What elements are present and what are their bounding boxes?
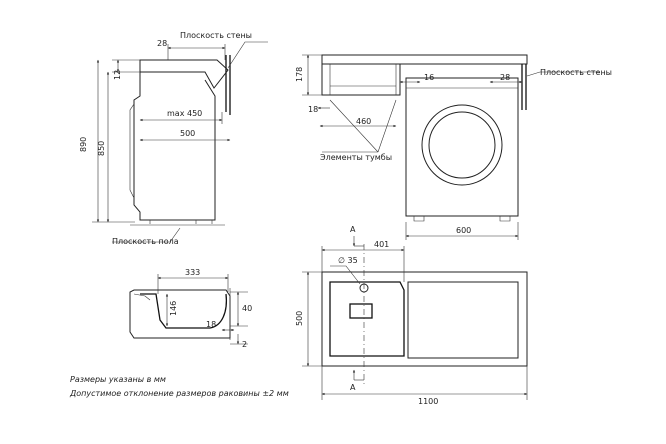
plan-section-mark-top: A bbox=[350, 225, 356, 234]
section-dim-333: 333 bbox=[185, 268, 200, 277]
note-units: Размеры указаны в мм bbox=[70, 375, 166, 384]
side-view: 28 12 890 850 max 450 500 Плоскость стен… bbox=[79, 31, 268, 246]
front-dim-28: 28 bbox=[500, 73, 510, 82]
plan-bowl bbox=[329, 281, 405, 357]
section-dim-2: 2 bbox=[242, 340, 247, 349]
plan-dim-500: 500 bbox=[295, 311, 304, 326]
front-dim-600: 600 bbox=[456, 226, 471, 235]
front-machine-door-inner bbox=[428, 111, 496, 179]
plan-drain bbox=[349, 303, 373, 319]
side-dim-500: 500 bbox=[180, 129, 195, 138]
section-dim-18: 18 bbox=[206, 320, 216, 329]
front-washing-machine bbox=[405, 77, 519, 217]
section-dim-146: 146 bbox=[169, 301, 178, 316]
front-wall-plane-label: Плоскость стены bbox=[540, 68, 612, 77]
plan-drainboard bbox=[407, 281, 519, 359]
front-countertop bbox=[321, 54, 528, 65]
section-sink-profile bbox=[129, 289, 231, 339]
front-dim-460: 460 bbox=[356, 117, 371, 126]
plan-view: A A 401 ∅ 35 500 1100 bbox=[295, 225, 528, 406]
plan-dim-hole: ∅ 35 bbox=[338, 256, 358, 265]
side-dim-28: 28 bbox=[157, 39, 167, 48]
front-machine-door-outer bbox=[421, 104, 503, 186]
section-bowl bbox=[140, 293, 228, 329]
front-cabinet bbox=[321, 64, 401, 96]
section-dim-40: 40 bbox=[242, 304, 252, 313]
front-cabinet-elements-label: Элементы тумбы bbox=[320, 153, 392, 162]
front-dim-16: 16 bbox=[424, 73, 434, 82]
plan-outline bbox=[321, 271, 528, 367]
note-tolerance: Допустимое отклонение размеров раковины … bbox=[69, 389, 289, 398]
side-machine-body bbox=[133, 72, 216, 221]
side-wall bbox=[225, 55, 231, 115]
plan-dim-1100: 1100 bbox=[418, 397, 438, 406]
side-dim-890: 890 bbox=[79, 137, 88, 152]
plan-dim-401: 401 bbox=[374, 240, 389, 249]
side-dim-max450: max 450 bbox=[167, 109, 202, 118]
side-wall-plane-label: Плоскость стены bbox=[180, 31, 252, 40]
front-view: 178 16 28 Плоскость стены 18 460 Элемент… bbox=[295, 54, 612, 240]
side-floor-plane-label: Плоскость пола bbox=[112, 237, 179, 246]
plan-section-mark-bottom: A bbox=[350, 383, 356, 392]
front-dim-178: 178 bbox=[295, 67, 304, 82]
side-dim-850: 850 bbox=[97, 141, 106, 156]
sink-section: 333 146 40 18 2 bbox=[129, 268, 252, 349]
side-sink-top bbox=[139, 59, 229, 89]
front-dim-18: 18 bbox=[308, 105, 318, 114]
side-dim-12: 12 bbox=[113, 70, 122, 80]
